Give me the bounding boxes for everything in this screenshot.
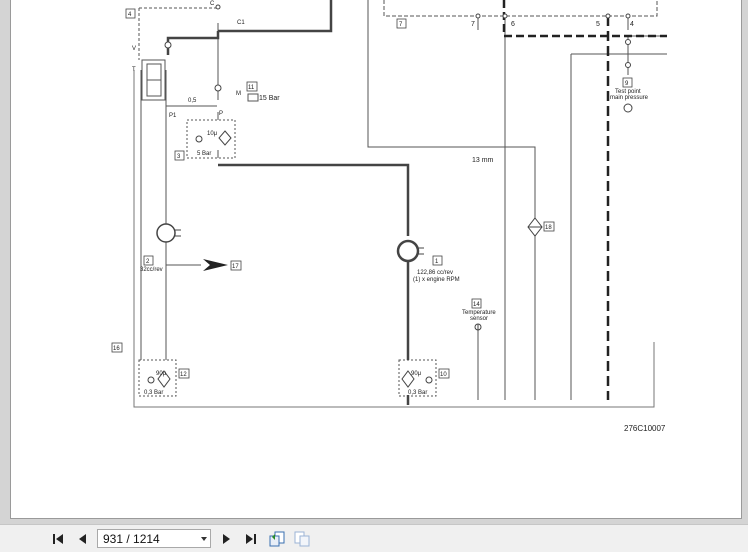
label-orifice: 0,5 <box>188 98 197 104</box>
callout-9: 9 <box>625 81 629 87</box>
chevron-down-icon <box>201 537 207 541</box>
callout-17: 17 <box>232 264 239 270</box>
callout-12: 12 <box>180 372 187 378</box>
label-temp-sensor-b: sensor <box>470 316 488 322</box>
label-c: C <box>210 1 215 7</box>
document-page: C C1 V T M P P1 15 Bar 0,5 10μ 5 Bar 32c… <box>10 0 742 519</box>
label-5-bar: 5 Bar <box>197 151 211 157</box>
label-num-6: 6 <box>511 21 515 28</box>
label-num-4: 4 <box>630 21 634 28</box>
label-m: M <box>236 91 241 97</box>
hydraulic-schematic: C C1 V T M P P1 15 Bar 0,5 10μ 5 Bar 32c… <box>111 0 667 433</box>
page-selector[interactable]: 931 / 1214 <box>97 529 211 548</box>
last-page-button[interactable] <box>242 531 260 547</box>
page-indicator: 931 / 1214 <box>103 531 160 546</box>
label-test-point-a: Test point <box>615 89 641 95</box>
label-p1: P1 <box>169 113 177 119</box>
navigation-toolbar: 931 / 1214 <box>0 524 748 552</box>
callout-14: 14 <box>473 302 480 308</box>
label-flow-2: 32cc/rev <box>140 267 163 273</box>
callout-3: 3 <box>177 154 181 160</box>
label-v: V <box>132 46 136 52</box>
label-p: P <box>219 111 223 117</box>
callout-4: 4 <box>128 12 132 18</box>
label-num-5: 5 <box>596 21 600 28</box>
label-filter-90a: 90μ <box>156 371 167 377</box>
label-bar-03b: 0,3 Bar <box>408 390 427 396</box>
go-forward-button[interactable] <box>293 531 311 547</box>
document-viewer[interactable]: C C1 V T M P P1 15 Bar 0,5 10μ 5 Bar 32c… <box>0 0 748 524</box>
next-page-icon <box>223 534 230 544</box>
label-flow-1b: (1) x engine RPM <box>413 277 460 283</box>
drawing-number: 276C10007 <box>624 424 666 433</box>
callout-11: 11 <box>248 85 255 91</box>
go-forward-icon <box>294 531 310 547</box>
label-test-point-b: main pressure <box>610 95 649 101</box>
label-filter-10: 10μ <box>207 131 218 137</box>
previous-page-button[interactable] <box>74 531 92 547</box>
label-num-7: 7 <box>471 21 475 28</box>
label-temp-sensor-a: Temperature <box>462 310 496 316</box>
label-15-bar: 15 Bar <box>259 95 280 102</box>
last-page-icon <box>246 534 256 544</box>
go-back-icon <box>269 531 285 547</box>
first-page-button[interactable] <box>49 531 67 547</box>
label-flow-1a: 122,86 cc/rev <box>417 270 453 276</box>
callout-1: 1 <box>435 259 439 265</box>
label-filter-90b: 90μ <box>411 371 422 377</box>
previous-page-icon <box>79 534 86 544</box>
go-back-button[interactable] <box>268 531 286 547</box>
first-page-icon <box>53 534 63 544</box>
label-13mm: 13 mm <box>472 157 494 164</box>
next-page-button[interactable] <box>217 531 235 547</box>
label-bar-03a: 0,3 Bar <box>144 390 163 396</box>
label-t: T <box>132 67 136 73</box>
callout-16: 16 <box>113 346 120 352</box>
callout-2: 2 <box>146 259 150 265</box>
label-c1: C1 <box>237 20 245 26</box>
callout-7: 7 <box>399 22 403 28</box>
callout-18: 18 <box>545 225 552 231</box>
callout-10: 10 <box>440 372 447 378</box>
